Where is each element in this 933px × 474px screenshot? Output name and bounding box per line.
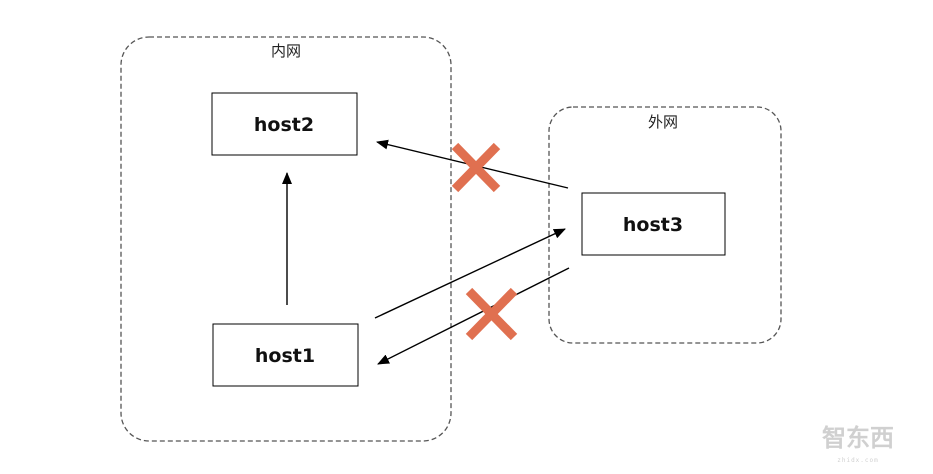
- watermark-text: 智东西: [822, 424, 894, 452]
- host3-label: host3: [623, 214, 683, 236]
- host1-box: [212, 323, 359, 387]
- internal-network-label: 内网: [271, 42, 301, 60]
- external-network-zone: [548, 106, 782, 344]
- host2-label: host2: [254, 114, 314, 136]
- arrow-host3-to-host1: [377, 267, 570, 365]
- blocked-x-icon-host3-host2: [451, 142, 501, 193]
- internal-network-zone: [120, 36, 452, 442]
- host3-box: [581, 192, 726, 256]
- external-network-label: 外网: [648, 113, 678, 131]
- watermark-logo: 智东西 zhidx.com: [822, 424, 894, 464]
- watermark-subtext: zhidx.com: [837, 457, 879, 464]
- host1-label: host1: [255, 345, 315, 367]
- blocked-x-icon-host3-host1: [465, 287, 518, 341]
- arrow-host1-to-host3: [374, 228, 566, 319]
- host2-box: [211, 92, 358, 156]
